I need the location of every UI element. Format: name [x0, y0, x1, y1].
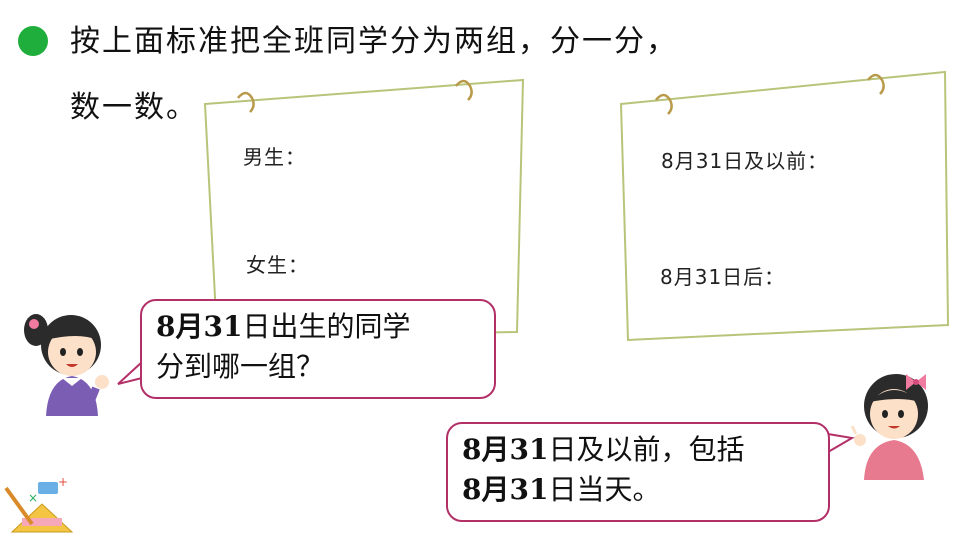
instruction-line-2: 数一数。 [70, 90, 198, 125]
bubble-right-text-1: 日及以前，包括 [548, 433, 745, 466]
bubble-left-date: 8月31 [156, 310, 243, 343]
bubble-right-date-2: 8月31 [462, 473, 549, 506]
speech-bubble-question: 8月31日出生的同学 分到哪一组？ [140, 299, 496, 399]
instruction-line-1: 按上面标准把全班同学分为两组，分一分， [70, 24, 678, 59]
bubble-left-text-1: 日出生的同学 [242, 310, 411, 343]
girl-label: 女生： [246, 253, 309, 277]
girl-with-bow-icon [850, 374, 928, 480]
svg-text:+: + [58, 475, 68, 489]
speech-bubble-answer: 8月31日及以前，包括 8月31日当天。 [446, 422, 830, 522]
svg-text:×: × [28, 491, 38, 505]
note-gender-paper [203, 78, 525, 338]
note-birthday-hook-right [867, 73, 885, 95]
note-birthday-hook-left [655, 93, 673, 115]
note-gender-hook-left [237, 91, 255, 113]
bubble-right-text-2: 日当天。 [548, 473, 661, 506]
bubble-right-date-1: 8月31 [462, 433, 549, 466]
note-birthday-paper [619, 70, 950, 342]
math-tools-icon: + × [4, 475, 74, 533]
after-aug31-label: 8月31日后： [660, 265, 786, 289]
note-gender-hook-right [455, 79, 473, 101]
green-bullet-icon [18, 26, 48, 56]
before-aug31-label: 8月31日及以前： [661, 149, 829, 173]
girl-with-ponytail-icon [24, 314, 109, 416]
boy-label: 男生： [243, 145, 306, 169]
bubble-left-text-2: 分到哪一组？ [156, 350, 325, 383]
